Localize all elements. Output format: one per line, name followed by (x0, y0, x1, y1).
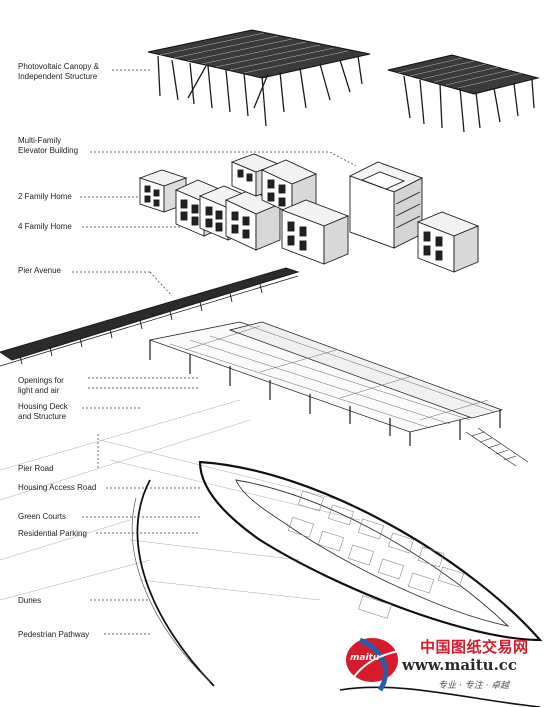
label-housing-access-road: Housing Access Road (18, 483, 97, 492)
four-family-home-block (174, 179, 282, 251)
label-multi-family-line1: Multi-Family (18, 136, 62, 145)
upper-housing-row (230, 153, 350, 265)
label-pedestrian-pathway: Pedestrian Pathway (18, 630, 90, 639)
pier-avenue (0, 267, 300, 367)
pv-canopy-left (147, 29, 371, 127)
watermark-logo-text: maitu (350, 653, 380, 663)
right-four-family-block (416, 211, 480, 273)
label-residential-parking: Residential Parking (18, 529, 87, 538)
leader-lines (72, 69, 357, 635)
site-dune-curve-left (136, 479, 215, 687)
housing-blocks (138, 153, 480, 273)
site-dune-curve-left-inner (131, 497, 211, 683)
pv-canopy-right (387, 54, 540, 133)
watermark-slogan: 专业 · 专注 · 卓越 (438, 681, 510, 691)
label-two-family-home: 2 Family Home (18, 192, 72, 201)
label-pier-road: Pier Road (18, 464, 54, 473)
site-leaf-inner (235, 479, 510, 627)
label-pier-avenue: Pier Avenue (18, 266, 61, 275)
label-green-courts: Green Courts (18, 512, 67, 521)
watermark-url: www.maitu.cc (402, 656, 518, 674)
site-bottom-curve (339, 686, 541, 707)
label-housing-deck-line1: Housing Deck (18, 402, 68, 411)
watermark-title: 中国图纸交易网 (420, 638, 529, 656)
deck-stairs (465, 427, 529, 467)
multi-family-elevator-building (348, 161, 424, 249)
label-photovoltaic-line2: Independent Structure (18, 72, 98, 81)
label-openings-line2: light and air (18, 386, 60, 395)
housing-deck-structure (148, 321, 529, 467)
site-leaf-outer (198, 460, 543, 642)
label-multi-family-line2: Elevator Building (18, 146, 79, 155)
watermark-logo (346, 637, 405, 692)
label-openings-line1: Openings for (18, 376, 64, 385)
label-photovoltaic-line1: Photovoltaic Canopy & (18, 62, 99, 71)
site-plan (0, 399, 543, 707)
label-housing-deck-line2: and Structure (18, 412, 67, 421)
label-four-family-home: 4 Family Home (18, 222, 72, 231)
label-dunes: Dunes (18, 596, 42, 605)
